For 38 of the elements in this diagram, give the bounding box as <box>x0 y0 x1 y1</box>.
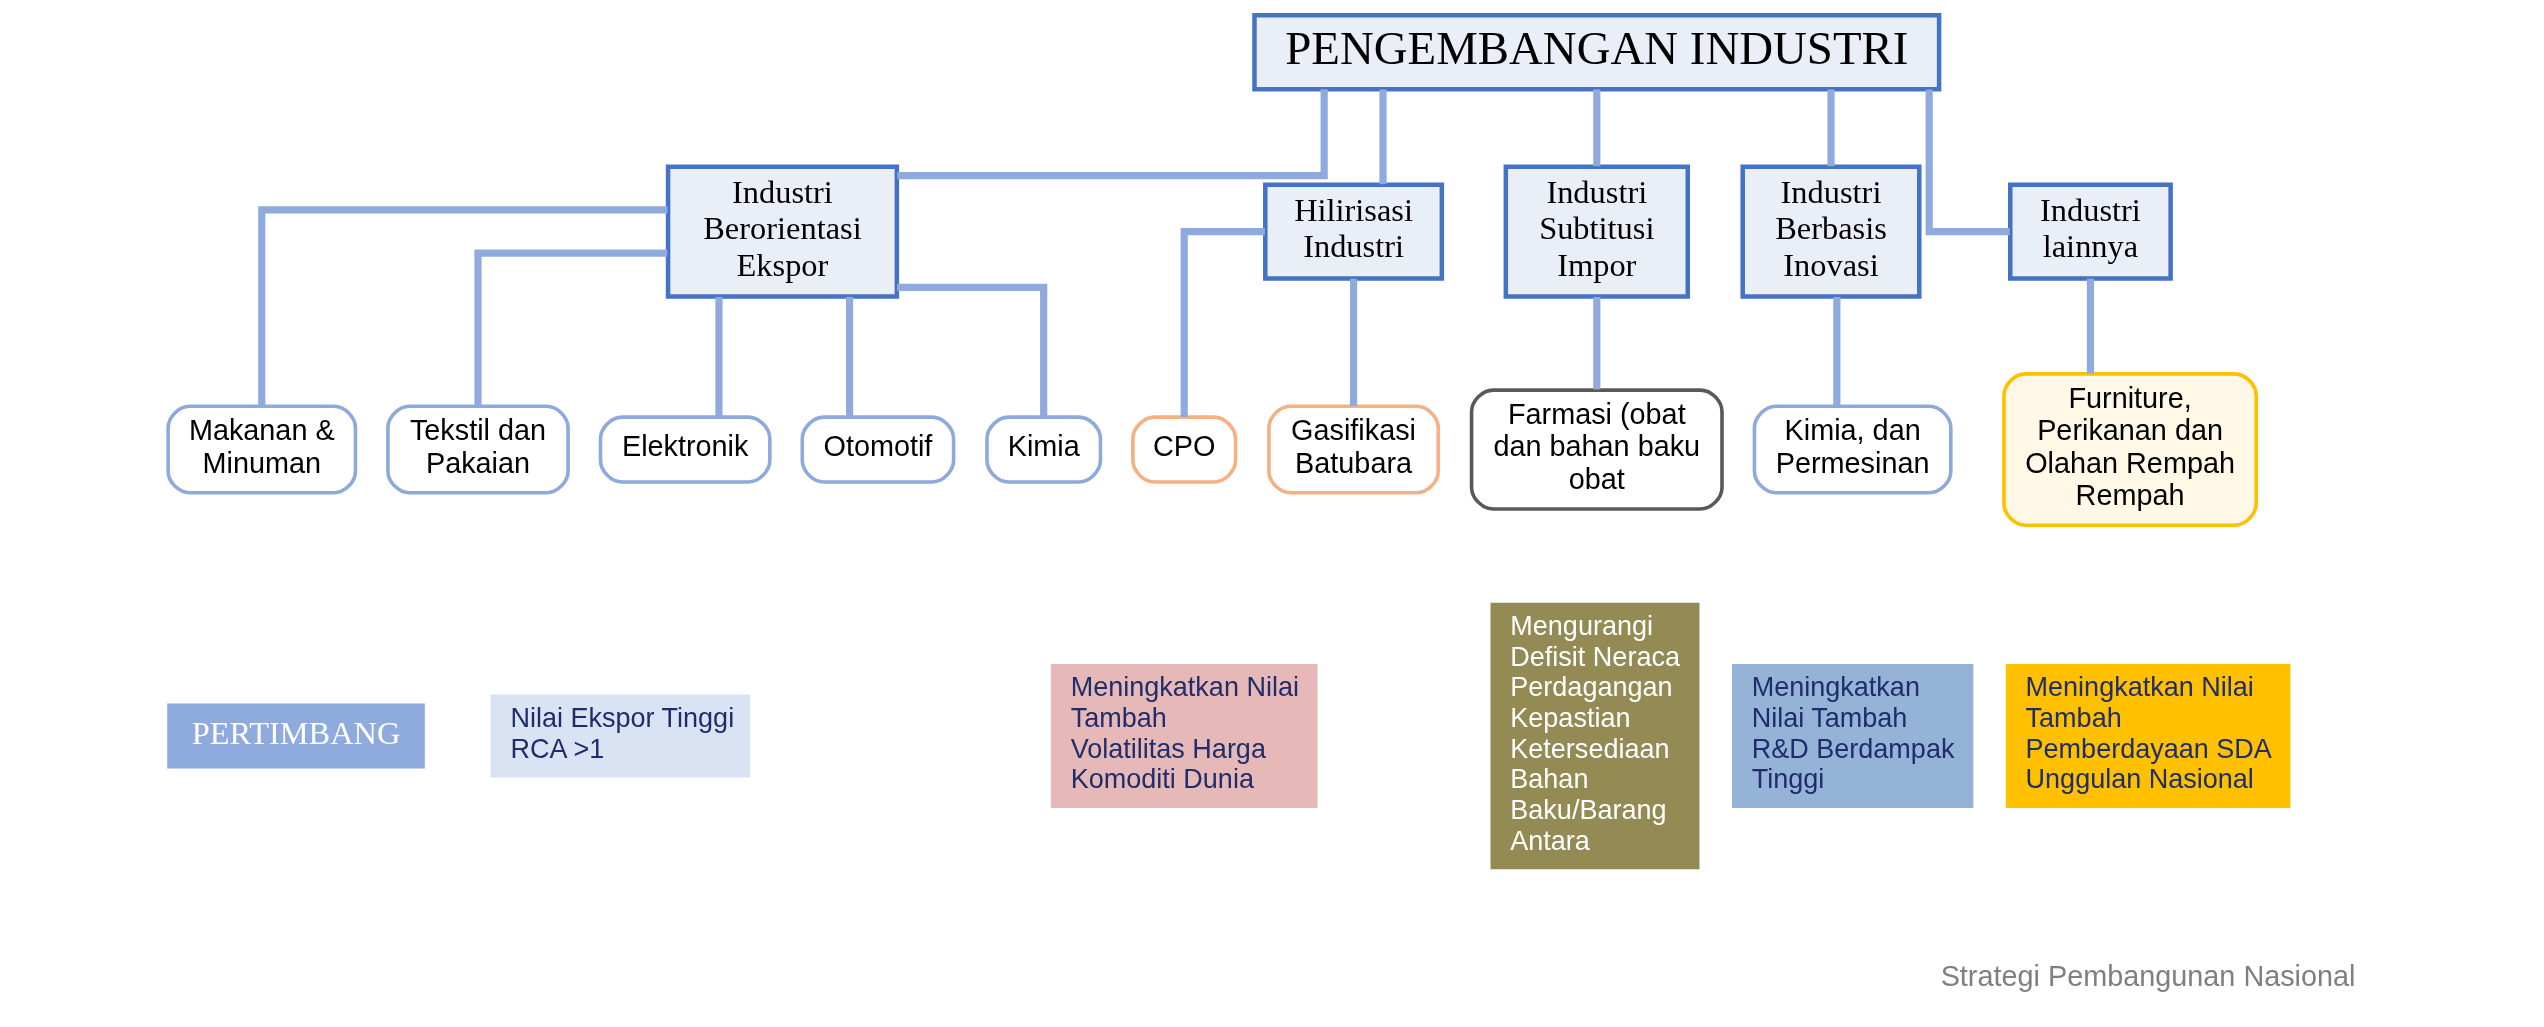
node-box: Tekstil dan Pakaian <box>385 404 570 495</box>
connector <box>1349 278 1357 407</box>
node-box: Makanan & Minuman <box>165 404 357 495</box>
node-box: Kimia <box>984 415 1102 484</box>
connector <box>896 283 1047 417</box>
connector <box>1378 89 1387 185</box>
node-box: Farmasi (obat dan bahan baku obat <box>1469 388 1724 511</box>
connector <box>1180 227 1265 417</box>
connector <box>2086 278 2094 374</box>
connector <box>1592 89 1600 167</box>
node-box: Otomotif <box>800 415 955 484</box>
connector <box>1592 296 1600 390</box>
connector <box>1832 296 1840 407</box>
node-box: Furniture, Perikanan dan Olahan Rempah Rempah <box>2001 372 2258 527</box>
node-box: Hilirisasi Industri <box>1262 182 1444 281</box>
node-box: Mengurangi Defisit Neraca Perdagangan Kepastian Ketersediaan Bahan Baku/Barang Antara <box>1490 602 1699 870</box>
node-box: Kimia, dan Permesinan <box>1752 404 1953 495</box>
connector <box>473 249 667 406</box>
label: Strategi Pembangunan Nasional <box>1940 960 2356 993</box>
node-box: Industri lainnya <box>2007 182 2173 281</box>
node-box: Meningkatkan Nilai Tambah R&D Berdampak Tinggi <box>1731 663 1973 809</box>
node-box: Industri Berbasis Inovasi <box>1739 164 1922 299</box>
node-box: Gasifikasi Batubara <box>1266 404 1440 495</box>
connector <box>1826 89 1835 167</box>
node-box: Meningkatkan Nilai Tambah Volatilitas Harga Komoditi Dunia <box>1050 663 1318 809</box>
node-box: Elektronik <box>598 415 772 484</box>
node-box: Industri Berorientasi Ekspor <box>665 164 899 299</box>
node-box: Meningkatkan Nilai Tambah Pemberdayaan SDA Unggulan Nasional <box>2005 663 2290 809</box>
node-box: PENGEMBANGAN INDUSTRI <box>1251 13 1941 92</box>
node-box: PERTIMBANG <box>166 703 425 769</box>
connector <box>714 296 723 417</box>
node-box: Industri Subtitusi Impor <box>1503 164 1690 299</box>
connector <box>845 296 853 417</box>
connector <box>896 89 1328 180</box>
node-box: Nilai Ekspor Tinggi RCA >1 <box>490 694 750 778</box>
connector <box>257 206 668 407</box>
connector <box>1925 89 2010 236</box>
node-box: CPO <box>1130 415 1237 484</box>
